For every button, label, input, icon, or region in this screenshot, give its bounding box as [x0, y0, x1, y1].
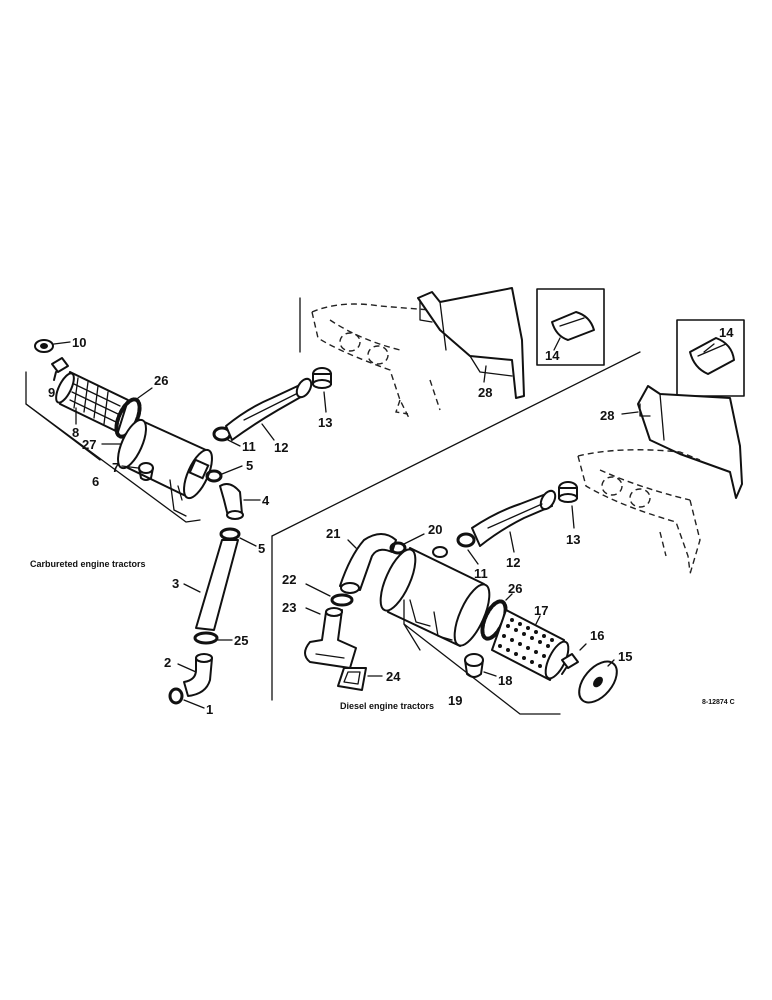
part-17-filter — [491, 609, 570, 681]
callout-2: 2 — [164, 655, 171, 670]
part-10-cap — [34, 339, 54, 353]
callout-25: 25 — [234, 633, 248, 648]
figure-code: 8-12874 C — [702, 699, 735, 706]
part-15-cover — [578, 660, 618, 704]
inset-box-14-right — [676, 319, 745, 397]
part-5-clamp — [205, 469, 223, 483]
caption-diesel: Diesel engine tractors — [340, 701, 434, 711]
callout-26: 26 — [154, 373, 168, 388]
callout-1: 1 — [206, 702, 213, 717]
callout-5: 5 — [246, 458, 253, 473]
callout-11: 11 — [474, 566, 488, 581]
callout-20: 20 — [428, 522, 442, 537]
callout-14: 14 — [545, 348, 560, 363]
callout-7: 7 — [112, 460, 119, 475]
part-7-cup — [138, 462, 154, 481]
part-8-filter — [55, 371, 129, 433]
callout-24: 24 — [386, 669, 401, 684]
callout-13: 13 — [318, 415, 332, 430]
part-13-rain-cap — [558, 481, 578, 503]
callout-6: 6 — [92, 474, 99, 489]
callout-13: 13 — [566, 532, 580, 547]
hood-outline-upper — [311, 303, 441, 421]
part-13-rain-cap — [312, 367, 332, 389]
part-22-clamp — [330, 593, 354, 607]
callout-28: 28 — [600, 408, 614, 423]
hood-outline-lower — [577, 449, 701, 575]
inset-box-14-upper — [536, 288, 605, 366]
callout-8: 8 — [72, 425, 79, 440]
part-20-clamp — [389, 541, 407, 555]
part-24-gasket — [337, 667, 367, 691]
callout-10: 10 — [72, 335, 86, 350]
part-18-cup — [464, 653, 484, 678]
divider-lines — [271, 297, 641, 701]
part-3-hose — [195, 539, 239, 631]
callout-12: 12 — [274, 440, 288, 455]
part-16-wingnut — [561, 653, 579, 675]
part-25-clamp — [193, 631, 219, 645]
callout-4: 4 — [262, 493, 270, 508]
callout-18: 18 — [498, 673, 512, 688]
callout-11: 11 — [242, 439, 256, 454]
callout-23: 23 — [282, 600, 296, 615]
part-1-clamp — [168, 687, 184, 705]
callout-3: 3 — [172, 576, 179, 591]
callout-14: 14 — [719, 325, 734, 340]
caption-carbureted: Carbureted engine tractors — [30, 559, 146, 569]
part-2-elbow — [183, 653, 213, 697]
callout-19: 19 — [448, 693, 462, 708]
callout-5: 5 — [258, 541, 265, 556]
part-19-air-cleaner-body — [379, 546, 491, 647]
shield-28-lower — [637, 385, 743, 499]
callout-15: 15 — [618, 649, 632, 664]
part-23-adapter — [304, 607, 357, 669]
part-9-wingnut — [51, 357, 69, 381]
part-12-intake-pipe — [225, 377, 313, 441]
callout-27: 27 — [82, 437, 96, 452]
callout-12: 12 — [506, 555, 520, 570]
part-12-intake-pipe — [471, 489, 557, 547]
callout-16: 16 — [590, 628, 604, 643]
callout-17: 17 — [534, 603, 548, 618]
callout-9: 9 — [48, 385, 55, 400]
shield-28-upper — [417, 287, 525, 399]
part-11-clamp — [456, 532, 476, 548]
part-21-intake-pipe — [339, 533, 397, 594]
part-4-elbow — [219, 483, 244, 520]
part-5-clamp — [219, 527, 241, 541]
callout-28: 28 — [478, 385, 492, 400]
callout-22: 22 — [282, 572, 296, 587]
callout-21: 21 — [326, 526, 340, 541]
part-6-air-cleaner-body — [117, 418, 213, 517]
callout-26: 26 — [508, 581, 522, 596]
